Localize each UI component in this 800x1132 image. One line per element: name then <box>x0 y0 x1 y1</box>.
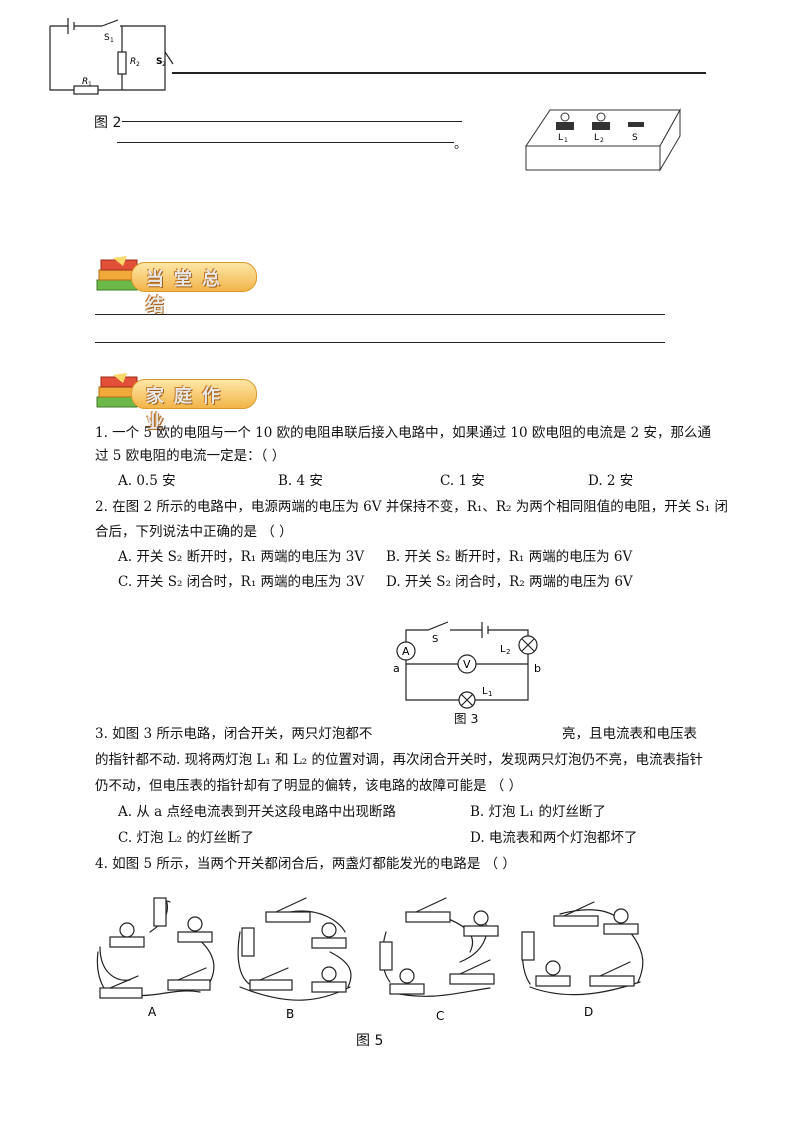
svg-text:L: L <box>558 133 563 143</box>
circuit-b-wires <box>237 910 352 1001</box>
answer-line <box>95 342 665 343</box>
panel-label-c: C <box>436 1009 444 1023</box>
lamp-holder-icon <box>311 981 347 993</box>
q3-option-b: B. 灯泡 L₁ 的灯丝断了 <box>470 804 606 820</box>
svg-text:S: S <box>104 33 110 43</box>
books-icon <box>96 256 138 291</box>
battery-icon <box>379 941 393 971</box>
svg-text:2: 2 <box>136 61 140 68</box>
svg-text:1: 1 <box>488 690 492 698</box>
svg-text:b: b <box>534 662 541 675</box>
q3-line2: 的指针都不动. 现将两灯泡 L₁ 和 L₂ 的位置对调，再次闭合开关时，发现两只… <box>95 752 703 768</box>
svg-text:S: S <box>432 634 438 645</box>
switch-icon <box>405 911 451 923</box>
svg-text:2: 2 <box>506 648 510 656</box>
svg-text:1: 1 <box>88 81 92 88</box>
q1-option-a: A. 0.5 安 <box>118 473 176 489</box>
switch-icon <box>553 915 599 927</box>
end-mark: 。 <box>454 137 468 152</box>
component-board-illustration: L 1 L 2 S <box>525 108 681 172</box>
svg-text:L: L <box>594 133 599 143</box>
q2-option-a: A. 开关 S₂ 断开时，R₁ 两端的电压为 3V <box>118 549 365 565</box>
svg-text:2: 2 <box>600 137 604 144</box>
answer-line <box>122 121 462 122</box>
q3-option-a: A. 从 a 点经电流表到开关这段电路中出现断路 <box>118 804 396 820</box>
q1-line2: 过 5 欧电阻的电流一定是：（ ） <box>95 448 286 464</box>
homework-section-banner: 家庭作业 <box>93 371 263 433</box>
fig5-caption: 图 5 <box>356 1033 384 1049</box>
fig3-circuit-diagram: A V S a b L 2 L 1 <box>393 621 541 709</box>
circuit-a-wires <box>96 900 215 999</box>
svg-text:2: 2 <box>162 61 166 68</box>
battery-icon <box>153 897 167 927</box>
q2-option-c: C. 开关 S₂ 闭合时，R₁ 两端的电压为 3V <box>118 574 365 590</box>
q1-option-c: C. 1 安 <box>440 473 485 489</box>
fig5-circuit-sketches: A B C D <box>96 897 644 1023</box>
summary-title: 当堂总结 <box>146 269 230 316</box>
lamp-holder-icon <box>311 937 347 949</box>
svg-text:S: S <box>632 133 638 143</box>
svg-text:1: 1 <box>110 37 114 44</box>
q3-line1-part1: 3. 如图 3 所示电路，闭合开关，两只灯泡都不 <box>95 726 373 742</box>
lamp-holder-icon <box>603 923 639 935</box>
lamp-holder-icon <box>109 936 145 948</box>
svg-text:L: L <box>482 686 488 697</box>
summary-section-banner: 当堂总结 <box>93 254 263 316</box>
q4-line1: 4. 如图 5 所示，当两个开关都闭合后，两盏灯都能发光的电路是 （ ） <box>95 856 516 872</box>
circuit-d-wires <box>521 909 644 996</box>
homework-title: 家庭作业 <box>146 386 230 433</box>
panel-label-b: B <box>286 1007 294 1021</box>
answer-line <box>172 72 706 74</box>
svg-text:S: S <box>156 57 162 67</box>
lamp-holder-icon <box>389 983 425 995</box>
q3-line1-part2: 亮，且电流表和电压表 <box>562 726 697 742</box>
svg-text:1: 1 <box>564 137 568 144</box>
svg-text:R: R <box>130 57 136 67</box>
q1-option-b: B. 4 安 <box>278 473 323 489</box>
fig2-circuit-diagram: S 1 R 2 S 2 R 1 <box>49 18 174 95</box>
books-icon <box>96 373 138 408</box>
switch-icon <box>589 975 635 987</box>
switch-icon <box>99 987 143 999</box>
q3-option-c: C. 灯泡 L₂ 的灯丝断了 <box>118 830 254 846</box>
svg-text:R: R <box>82 77 88 87</box>
q3-line3: 仍不动，但电压表的指针却有了明显的偏转，该电路的故障可能是 （ ） <box>95 778 523 794</box>
q1-line1: 1. 一个 5 欧的电阻与一个 10 欧的电阻串联后接入电路中，如果通过 10 … <box>95 425 712 441</box>
lamp-holder-icon <box>463 925 499 937</box>
switch-icon <box>167 979 211 991</box>
lamp-holder-icon <box>177 931 213 943</box>
svg-text:A: A <box>402 645 410 658</box>
switch-icon <box>449 973 495 985</box>
lamp-holder-icon <box>535 975 571 987</box>
q2-option-b: B. 开关 S₂ 断开时，R₁ 两端的电压为 6V <box>386 549 633 565</box>
battery-icon <box>521 931 535 961</box>
answer-line <box>95 314 665 315</box>
svg-text:L: L <box>500 644 506 655</box>
panel-label-a: A <box>148 1005 157 1019</box>
svg-text:V: V <box>463 658 471 671</box>
battery-icon <box>241 927 255 957</box>
answer-line <box>117 142 454 143</box>
q2-line2: 合后，下列说法中正确的是 （ ） <box>95 524 293 540</box>
fig2-caption: 图 2 <box>94 115 122 131</box>
switch-icon <box>249 979 293 991</box>
q2-line1: 2. 在图 2 所示的电路中，电源两端的电压为 6V 并保持不变，R₁、R₂ 为… <box>95 499 728 515</box>
panel-label-d: D <box>584 1005 593 1019</box>
fig3-caption: 图 3 <box>454 711 479 726</box>
switch-icon <box>265 911 311 923</box>
q2-option-d: D. 开关 S₂ 闭合时，R₂ 两端的电压为 6V <box>386 574 633 590</box>
q1-option-d: D. 2 安 <box>588 473 634 489</box>
q3-option-d: D. 电流表和两个灯泡都坏了 <box>470 830 638 846</box>
svg-text:a: a <box>393 662 400 675</box>
